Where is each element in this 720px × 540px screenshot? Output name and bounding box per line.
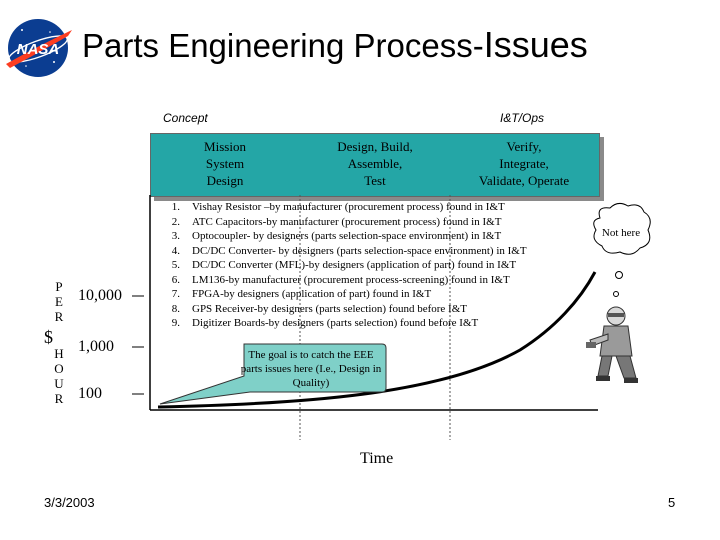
per-letter-r: R (54, 309, 64, 324)
concept-label: Concept (163, 111, 208, 125)
phase-box-mission: Mission System Design (150, 138, 300, 189)
phase-box-verify: Verify, Integrate, Validate, Operate (450, 138, 598, 189)
title-emphasis: Issues (483, 24, 588, 65)
list-item: 1.Vishay Resistor –by manufacturer (proc… (171, 201, 505, 213)
thought-dot-2 (613, 291, 619, 297)
per-letter-p: P (55, 279, 63, 294)
slide-title: Parts Engineering Process-Issues (82, 24, 588, 66)
list-item: 4.DC/DC Converter- by designers (parts s… (171, 244, 527, 257)
phase-band (150, 133, 600, 197)
svg-text:NASA: NASA (17, 41, 60, 58)
hour-letter-r: R (54, 391, 64, 406)
title-main: Parts Engineering Process- (82, 27, 484, 64)
x-axis-label: Time (360, 450, 394, 467)
thought-bubble-shape (593, 202, 651, 255)
issues-list: 1.Vishay Resistor –by manufacturer (proc… (150, 200, 527, 331)
hour-letter-u: U (54, 376, 64, 391)
list-item: 6.LM136-by manufacturer (procurement pro… (171, 273, 510, 286)
y-tick-label-1000: 1,000 (78, 338, 114, 355)
phase-box-design-label: Design, Build, Assemble, Test (337, 139, 413, 188)
per-label: P E R (52, 279, 66, 324)
list-item: 2.ATC Capacitors-by manufacturer (procur… (171, 215, 502, 228)
per-letter-e: E (55, 294, 63, 309)
list-item: 9.Digitizer Boards-by designers (parts s… (171, 317, 479, 329)
list-item: 8.GPS Receiver-by designers (parts selec… (171, 302, 467, 315)
y-tick-label-100: 100 (78, 385, 102, 402)
list-item: 7.FPGA-by designers (application of part… (171, 288, 432, 300)
list-item: 3.Optocoupler- by designers (parts selec… (171, 230, 502, 242)
ops-label: I&T/Ops (500, 111, 545, 125)
list-item: 5.DC/DC Converter (MFL)-by designers (ap… (171, 259, 517, 271)
footer-date: 3/3/2003 (44, 495, 95, 510)
currency-label: $ (44, 327, 53, 347)
y-tick-label-10000: 10,000 (78, 287, 122, 304)
engineer-figure (586, 306, 638, 383)
thought-bubble-text: Not here (601, 227, 641, 239)
hour-letter-h: H (54, 346, 64, 361)
goal-callout-shape (159, 343, 387, 405)
phase-box-verify-label: Verify, Integrate, Validate, Operate (478, 139, 570, 188)
cost-curve (157, 271, 597, 409)
phase-box-mission-label: Mission System Design (204, 139, 246, 188)
nasa-logo: NASA (2, 16, 74, 85)
hour-letter-o: O (54, 361, 64, 376)
page-number: 5 (668, 495, 676, 510)
goal-callout-text: The goal is to catch the EEE parts issue… (240, 349, 382, 389)
hour-label: H O U R (52, 346, 66, 406)
phase-box-design: Design, Build, Assemble, Test (300, 138, 450, 189)
thought-dot-1 (615, 271, 623, 279)
